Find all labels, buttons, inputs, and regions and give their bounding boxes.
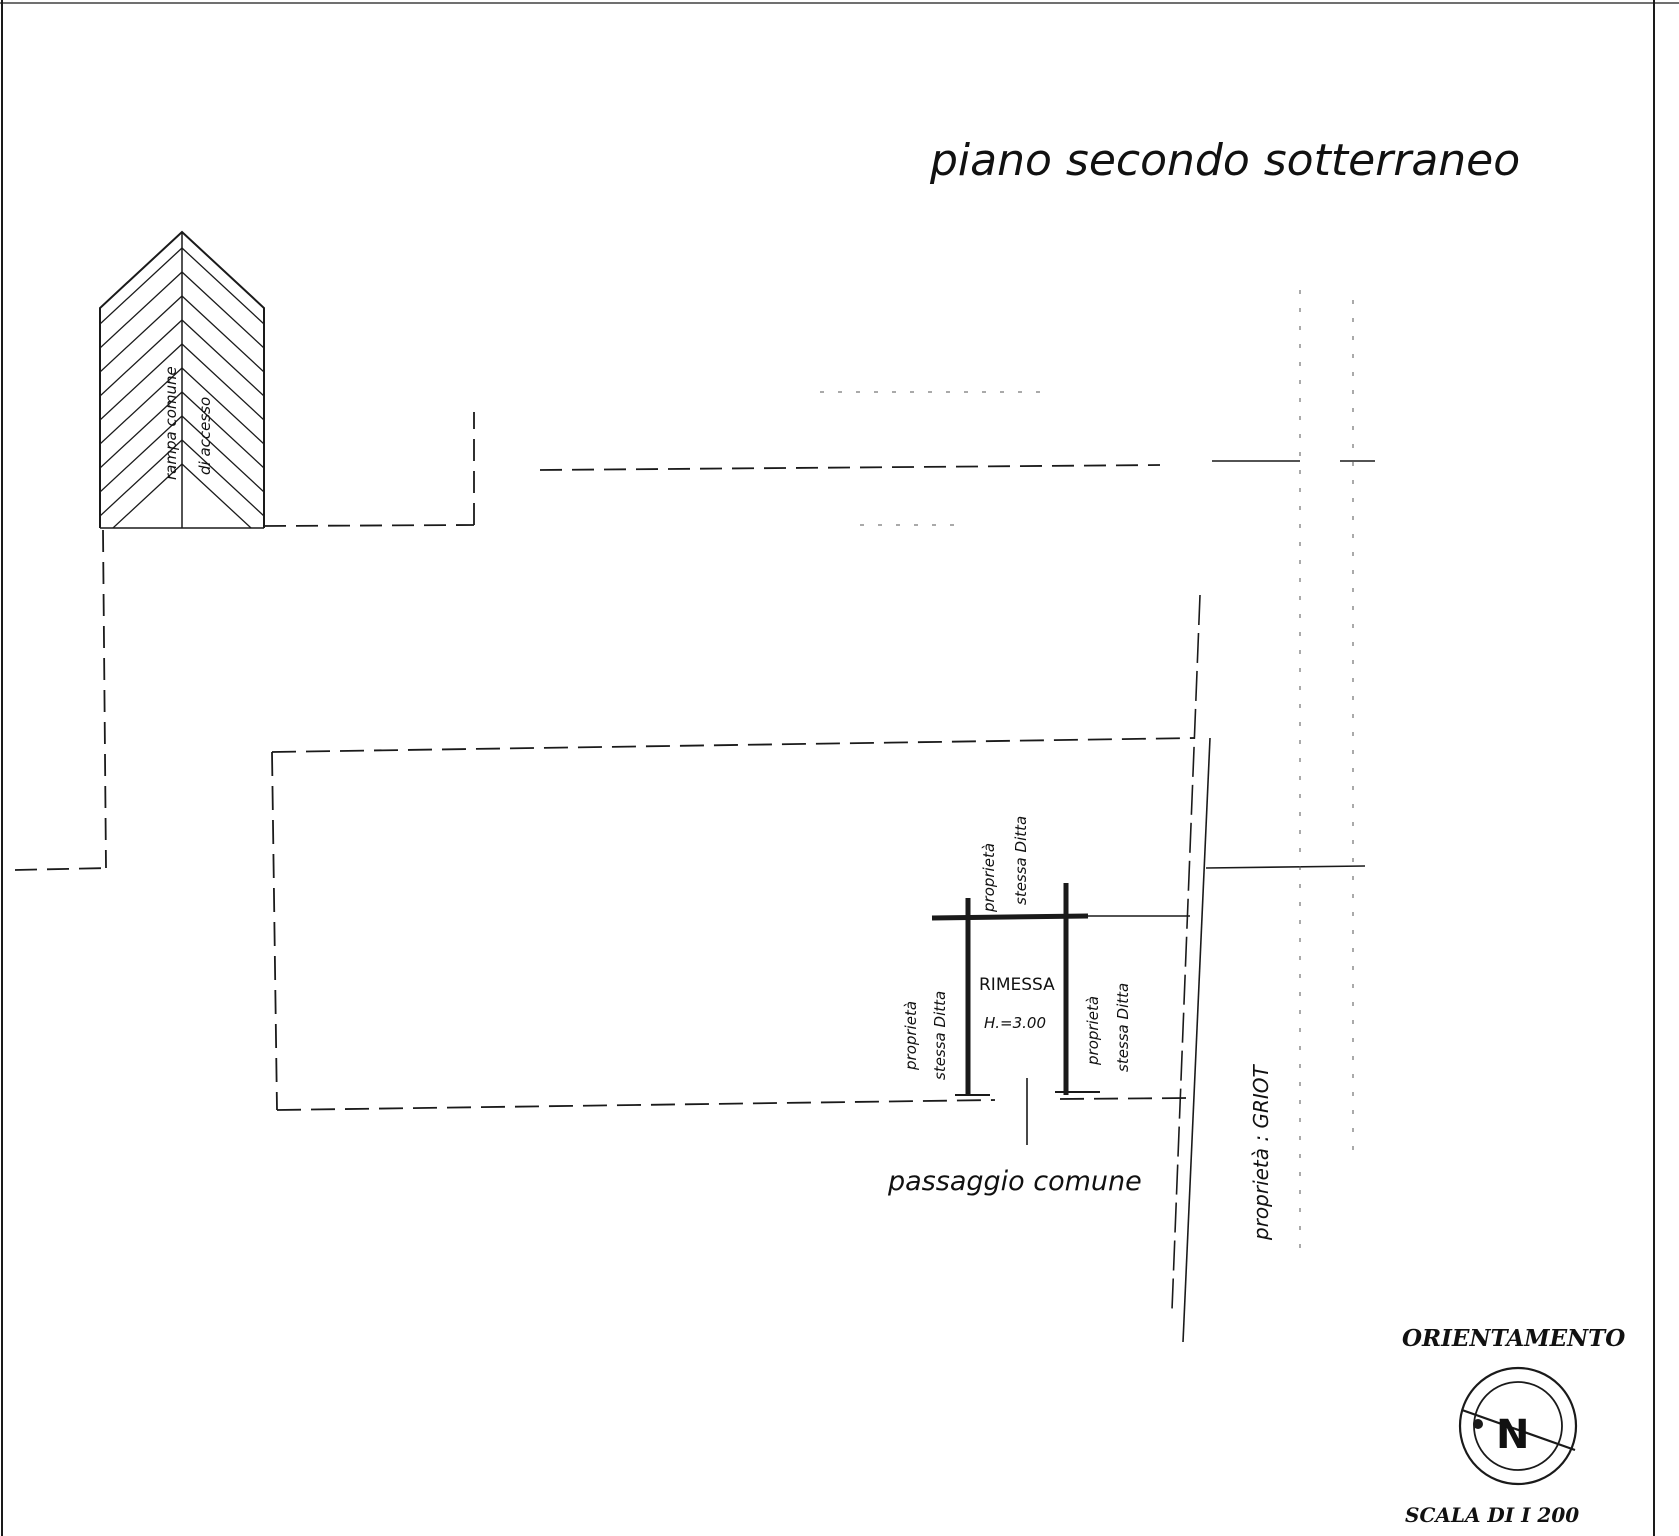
orientation-heading: ORIENTAMENTO (1402, 1325, 1625, 1352)
passage-label: passaggio comune (887, 1166, 1142, 1197)
hatch-line (181, 295, 264, 373)
hatch-line (100, 247, 183, 325)
hatch-line (181, 343, 264, 421)
hatch-line (181, 319, 264, 397)
building-outline (14, 412, 1161, 871)
hatch-line (100, 367, 183, 445)
ramp-hatch (99, 230, 265, 529)
hatch-line (181, 391, 264, 469)
hatch-line (100, 415, 183, 493)
hatch-line (181, 271, 264, 349)
hatch-line (181, 232, 264, 301)
boundary-walls (1171, 460, 1375, 1343)
ramp-label-2: di accesso (196, 397, 214, 475)
compass-north: N (1496, 1412, 1529, 1458)
scale-label: SCALA DI I 200 (1405, 1503, 1579, 1527)
room-height: H.=3.00 (984, 1014, 1046, 1032)
hatch-line (181, 367, 264, 445)
inner-outline (271, 737, 1196, 1111)
hatch-line (100, 295, 183, 373)
hatch-line (100, 271, 183, 349)
faint-traces (820, 290, 1354, 1260)
top-owner-label-2: stessa Ditta (1012, 816, 1030, 905)
top-owner-label-1: proprietà (980, 843, 998, 913)
hatch-line (100, 232, 183, 301)
room-name: RIMESSA (979, 975, 1055, 995)
hatch-line (100, 463, 183, 528)
hatch-line (181, 247, 264, 325)
right-owner-label-2: stessa Ditta (1114, 983, 1132, 1072)
rimessa-walls (931, 883, 1190, 1145)
hatch-line (181, 463, 264, 528)
right-owner-label-1: proprietà (1084, 996, 1102, 1066)
compass-icon (1458, 1366, 1578, 1486)
plan-title: piano secondo sotterraneo (929, 135, 1520, 186)
left-owner-label-1: proprietà (902, 1001, 920, 1071)
ramp-label-1: rampa comune (162, 366, 180, 480)
hatch-line (100, 439, 183, 517)
hatch-line (100, 319, 183, 397)
hatch-line (100, 343, 183, 421)
left-owner-label-2: stessa Ditta (931, 991, 949, 1080)
hatch-line (181, 439, 264, 517)
hatch-line (100, 391, 183, 469)
hatch-line (181, 415, 264, 493)
neighbor-label: proprietà : GRIOT (1249, 1063, 1273, 1241)
